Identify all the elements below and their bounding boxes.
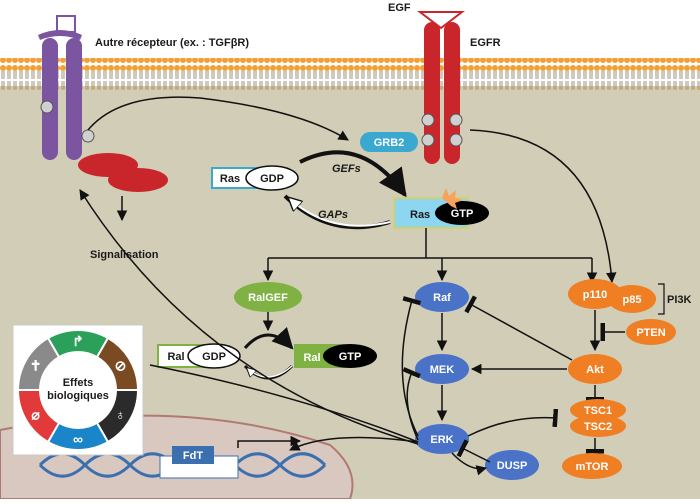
raf-node — [415, 282, 469, 312]
gefs-label: GEFs — [332, 163, 361, 175]
erk-label: ERK — [430, 434, 453, 446]
erk-node — [415, 424, 469, 454]
akt-node — [568, 354, 622, 384]
egf-label: EGF — [388, 2, 411, 14]
ral-gtp-label: GTP — [339, 351, 362, 363]
p85-label: p85 — [623, 294, 642, 306]
egfr-receptor — [417, 11, 465, 164]
tsc1-label: TSC1 — [584, 405, 612, 417]
mtor-node — [562, 453, 622, 479]
mtor-label: mTOR — [576, 461, 609, 473]
gtp-oval — [435, 201, 489, 225]
tsc2-node — [570, 415, 626, 437]
mitosis-icon: ∞ — [73, 431, 83, 447]
mek-label: MEK — [430, 364, 455, 376]
dusp-node — [485, 450, 539, 480]
pi3k-label: PI3K — [667, 294, 692, 306]
grb2-label: GRB2 — [374, 137, 405, 149]
activation-burst-icon — [442, 188, 463, 209]
fdt-label: FdT — [183, 450, 203, 462]
gtp-label-ras: GTP — [451, 208, 474, 220]
block-icon: ♁ — [115, 407, 126, 423]
cell-cycle-icon: ↱ — [72, 333, 84, 349]
fdt-box — [172, 446, 214, 464]
ral-gtp-oval — [323, 344, 377, 368]
dusp-label: DUSP — [497, 460, 528, 472]
effects-wheel-segment — [16, 336, 61, 391]
signalisation-label: Signalisation — [90, 249, 159, 261]
effects-label-line1: Effets — [63, 377, 94, 389]
gdp-label: GDP — [260, 173, 284, 185]
gdp-oval — [245, 165, 299, 191]
cell-membrane — [0, 58, 700, 90]
ral-gdp-label: GDP — [202, 351, 226, 363]
growth-arrow-icon: ⊘ — [115, 358, 127, 374]
tsc2-label: TSC2 — [584, 421, 612, 433]
ralgef-node — [234, 282, 302, 312]
ras-label-active: Ras — [410, 209, 430, 221]
extracellular-space — [0, 0, 700, 60]
tsc1-node — [570, 399, 626, 421]
other-receptor-label: Autre récepteur (ex. : TGFβR) — [95, 37, 249, 49]
p85-node — [608, 285, 656, 313]
pten-node — [626, 319, 676, 345]
gaps-label: GAPs — [318, 209, 348, 221]
other-receptor — [38, 15, 95, 160]
smad-oval-2 — [108, 168, 168, 192]
biological-effects-wheel: ↱ ⊘ ♁ ∞ ⌀ ✝ — [12, 324, 144, 456]
p110-label: p110 — [583, 289, 607, 301]
ralgef-label: RalGEF — [248, 292, 288, 304]
infinity-icon: ⌀ — [31, 407, 40, 423]
ral-label-active: Ral — [303, 352, 320, 364]
effects-label-line2: biologiques — [47, 390, 109, 402]
ral-label-inactive: Ral — [167, 351, 184, 363]
ras-label-inactive: Ras — [220, 173, 240, 185]
raf-label: Raf — [433, 292, 451, 304]
egfr-label: EGFR — [470, 37, 501, 49]
cell-icon: ✝ — [30, 358, 42, 374]
mek-node — [415, 354, 469, 384]
akt-label: Akt — [586, 364, 604, 376]
grb2-node — [360, 132, 418, 152]
pten-label: PTEN — [636, 327, 665, 339]
